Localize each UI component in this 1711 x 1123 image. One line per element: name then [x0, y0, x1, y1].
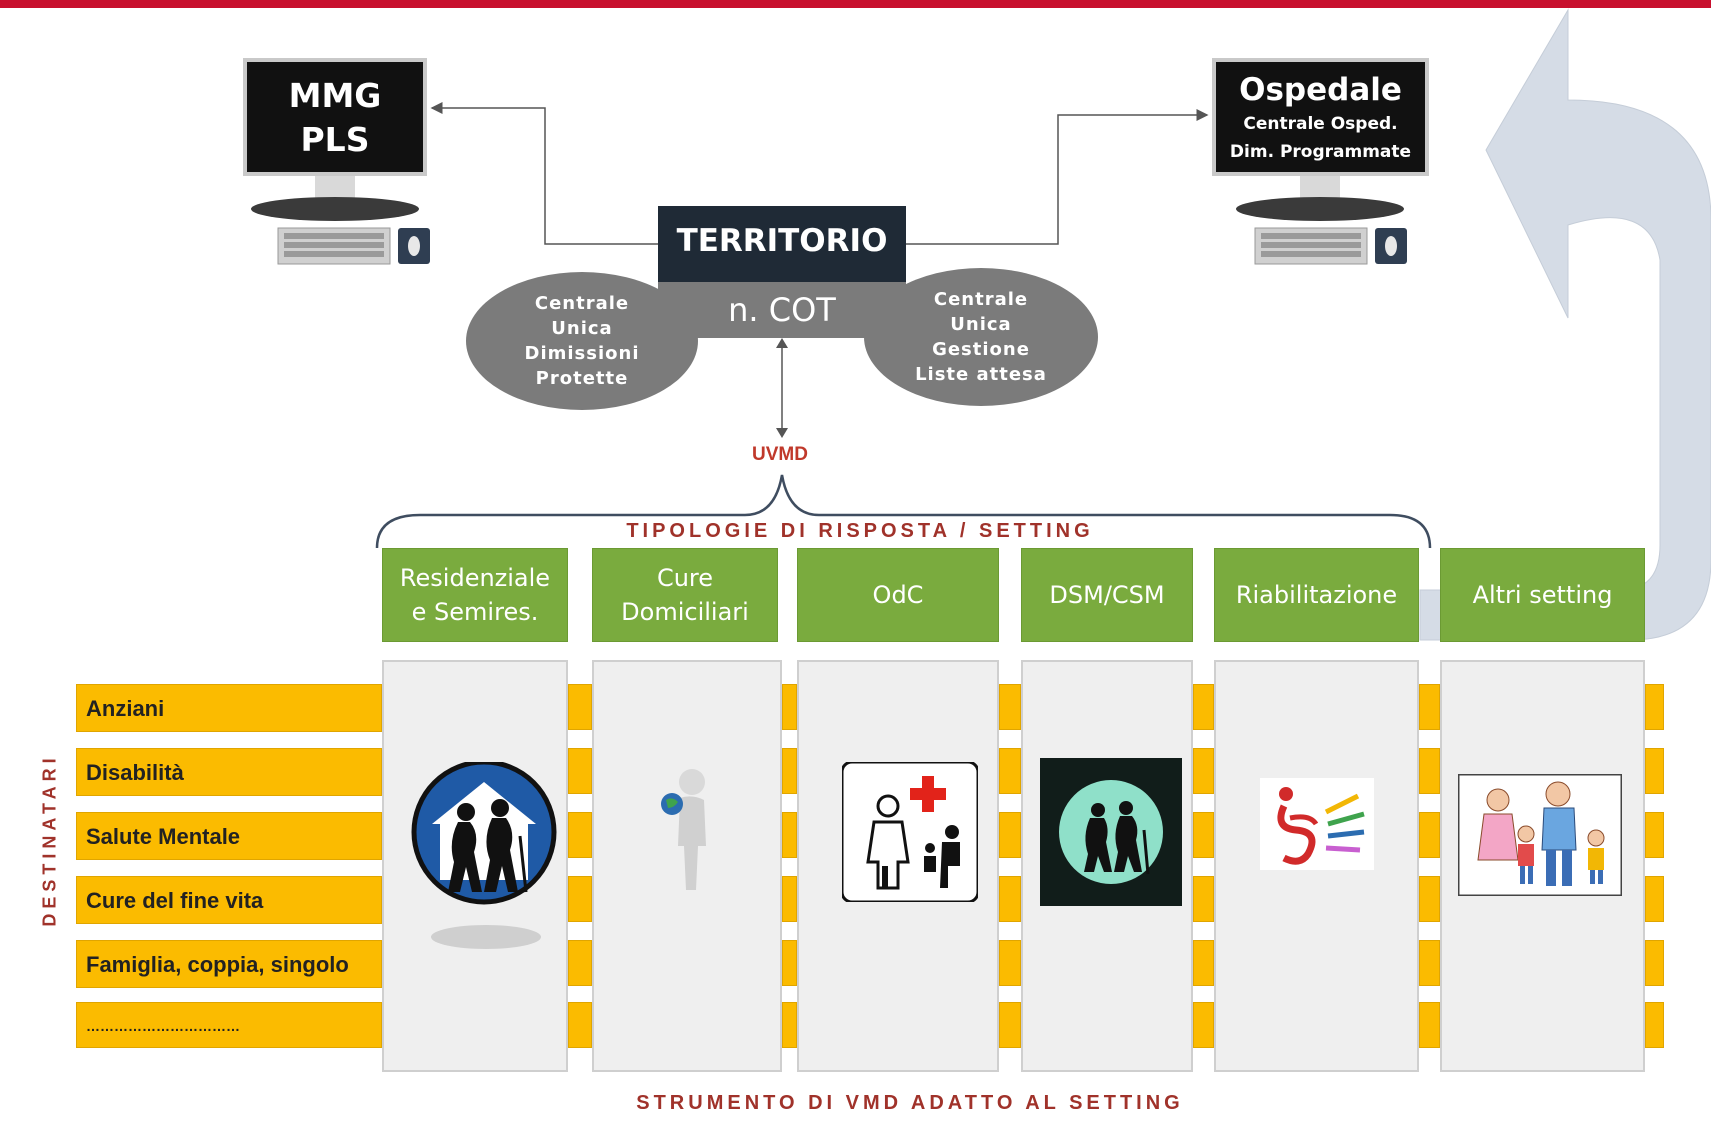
setting-label: e Semires.: [411, 598, 539, 626]
ellipse-left-line: Protette: [535, 368, 629, 389]
ellipse-right-line: Centrale: [933, 289, 1029, 310]
ospedale-line1: Centrale Osped.: [1243, 114, 1398, 134]
return-arrow-icon: [1419, 8, 1711, 641]
destinatario-row-connector: [999, 940, 1021, 986]
uvmd-label: UVMD: [752, 444, 808, 465]
ellipse-left-line: Centrale: [534, 293, 630, 314]
destinatario-row-connector: [1193, 748, 1214, 794]
ospedale-computer: [1236, 176, 1407, 265]
destinatario-row-connector: [1645, 748, 1664, 794]
destinatario-row-connector: [1419, 940, 1440, 986]
ellipse-right-line: Gestione: [932, 339, 1030, 360]
destinatario-row-connector: [1645, 876, 1664, 922]
cot-box: n. COT: [658, 282, 906, 338]
destinatario-salute-mentale: Salute Mentale: [76, 812, 382, 860]
destinatario-row-connector: [568, 940, 592, 986]
destinatari-text: DESTINATARI: [39, 753, 60, 927]
setting-label: OdC: [872, 581, 924, 609]
destinatario-row-connector: [1419, 1002, 1440, 1048]
ospedale-title: Ospedale: [1239, 72, 1402, 108]
top-accent-bar: [0, 0, 1711, 8]
destinatario-row-connector: [782, 1002, 797, 1048]
wheelchair-logo-icon: [1260, 778, 1374, 870]
destinatario-row-connector: [782, 748, 797, 794]
destinatari-label: DESTINATARI: [30, 750, 70, 930]
destinatario-row-connector: [1419, 812, 1440, 858]
setting-label: Cure: [656, 564, 714, 592]
setting-residenziale: Residenziale e Semires.: [382, 548, 568, 642]
destinatario-row-connector: [568, 684, 592, 730]
destinatario-row-connector: [1193, 684, 1214, 730]
ospedale-line2: Dim. Programmate: [1229, 142, 1412, 162]
elderly-house-icon: [411, 762, 557, 949]
elderly-couple-icon: [1040, 758, 1182, 906]
destinatario-row-connector: [1645, 940, 1664, 986]
destinatario-row-connector: [1645, 812, 1664, 858]
destinatario-row-connector: [999, 684, 1021, 730]
destinatario-anziani: Anziani: [76, 684, 382, 732]
setting-altri: Altri setting: [1440, 548, 1645, 642]
mmg-pls-screen: MMG PLS: [243, 58, 427, 176]
destinatario-row-connector: [1193, 1002, 1214, 1048]
setting-brace: [375, 474, 1432, 549]
strumento-label: STRUMENTO DI VMD ADATTO AL SETTING: [636, 1092, 1184, 1114]
setting-dsm-csm: DSM/CSM: [1021, 548, 1193, 642]
destinatario-row-connector: [1419, 876, 1440, 922]
destinatario-row-connector: [999, 812, 1021, 858]
destinatario-row-connector: [1193, 876, 1214, 922]
destinatario-famiglia: Famiglia, coppia, singolo: [76, 940, 382, 988]
destinatario-row-connector: [782, 940, 797, 986]
destinatario-row-connector: [1645, 1002, 1664, 1048]
setting-label: Riabilitazione: [1235, 581, 1398, 609]
setting-label: DSM/CSM: [1049, 581, 1165, 609]
destinatario-fine-vita: Cure del fine vita: [76, 876, 382, 924]
ellipse-left-line: Dimissioni: [524, 343, 640, 364]
destinatario-row-connector: [1193, 812, 1214, 858]
setting-label: Residenziale: [399, 564, 551, 592]
destinatario-row-connector: [568, 1002, 592, 1048]
setting-label: Domiciliari: [621, 598, 749, 626]
destinatario-row-connector: [568, 748, 592, 794]
ospedale-screen: Ospedale Centrale Osped. Dim. Programmat…: [1212, 58, 1429, 176]
mmg-computer: [251, 176, 430, 265]
destinatario-row-connector: [1645, 684, 1664, 730]
destinatario-row-connector: [999, 748, 1021, 794]
mmg-label: MMG: [288, 76, 382, 115]
destinatario-row-connector: [782, 876, 797, 922]
destinatario-row-connector: [568, 812, 592, 858]
destinatario-row-connector: [568, 876, 592, 922]
person-with-globe-icon: [661, 769, 706, 890]
destinatario-row-connector: [782, 812, 797, 858]
link-territorio-ospedale: [906, 109, 1209, 245]
destinatario-row-connector: [1193, 940, 1214, 986]
link-territorio-mmg: [430, 102, 658, 245]
tipologie-label: TIPOLOGIE DI RISPOSTA / SETTING: [626, 520, 1094, 542]
destinatario-row-connector: [999, 1002, 1021, 1048]
destinatario-row-connector: [782, 684, 797, 730]
ellipse-left-line: Unica: [551, 318, 613, 339]
destinatario-altro: ……………………………: [76, 1002, 382, 1048]
territorio-box: TERRITORIO: [658, 206, 906, 282]
ellipse-right-line: Liste attesa: [915, 364, 1047, 385]
setting-label: Altri setting: [1472, 581, 1613, 609]
destinatario-disabilita: Disabilità: [76, 748, 382, 796]
ellipse-right-line: Unica: [950, 314, 1012, 335]
setting-riabilitazione: Riabilitazione: [1214, 548, 1419, 642]
destinatario-row-connector: [999, 876, 1021, 922]
pls-label: PLS: [300, 120, 370, 159]
destinatario-row-connector: [1419, 748, 1440, 794]
destinatario-row-connector: [1419, 684, 1440, 730]
setting-odc: OdC: [797, 548, 999, 642]
family-drawing-icon: [1458, 774, 1622, 896]
doctor-first-aid-icon: [842, 762, 978, 902]
